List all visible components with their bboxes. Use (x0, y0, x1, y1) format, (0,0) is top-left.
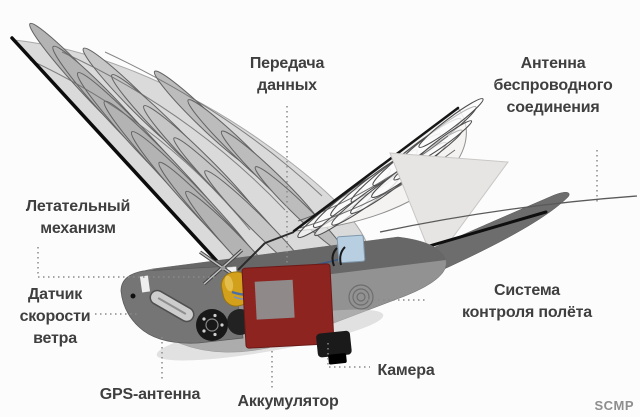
label-data-transmission: Передача данных (249, 55, 325, 94)
fuselage (120, 231, 447, 365)
battery-label-panel (254, 279, 295, 320)
wind-speed-sensor (149, 289, 195, 323)
label-wind-speed-sensor: Датчик скорости ветра (19, 286, 91, 347)
leader-lines (37, 106, 598, 388)
wireless-antenna-wire (379, 195, 638, 233)
label-flight-mechanism: Летательный механизм (25, 198, 131, 237)
camera-unit (316, 330, 352, 365)
left-wing-leading-edge (10, 36, 238, 284)
watermark-scmp: SCMP (594, 398, 634, 413)
flight-control-coil (348, 284, 374, 310)
tail-fin-surface (389, 152, 509, 265)
label-wireless-antenna: Антенна беспроводного соединения (493, 55, 613, 116)
transmitter-module (331, 234, 366, 267)
camera-lens (328, 353, 347, 365)
battery-pack (241, 263, 335, 349)
label-battery: Аккумулятор (237, 393, 339, 410)
label-flight-control-system: Система контроля полёта (461, 282, 592, 321)
right-wing-leading-edge (292, 106, 460, 233)
left-wing-rib-lines (29, 51, 323, 231)
gear-disc (196, 309, 228, 341)
label-gps-antenna: GPS-антенна (99, 386, 201, 403)
camera-body (316, 330, 352, 358)
label-camera: Камера (377, 362, 435, 379)
leader-flight-mechanism (37, 247, 216, 278)
head-white-tab (139, 275, 151, 293)
feather (418, 98, 484, 148)
bird-eye (130, 293, 136, 299)
